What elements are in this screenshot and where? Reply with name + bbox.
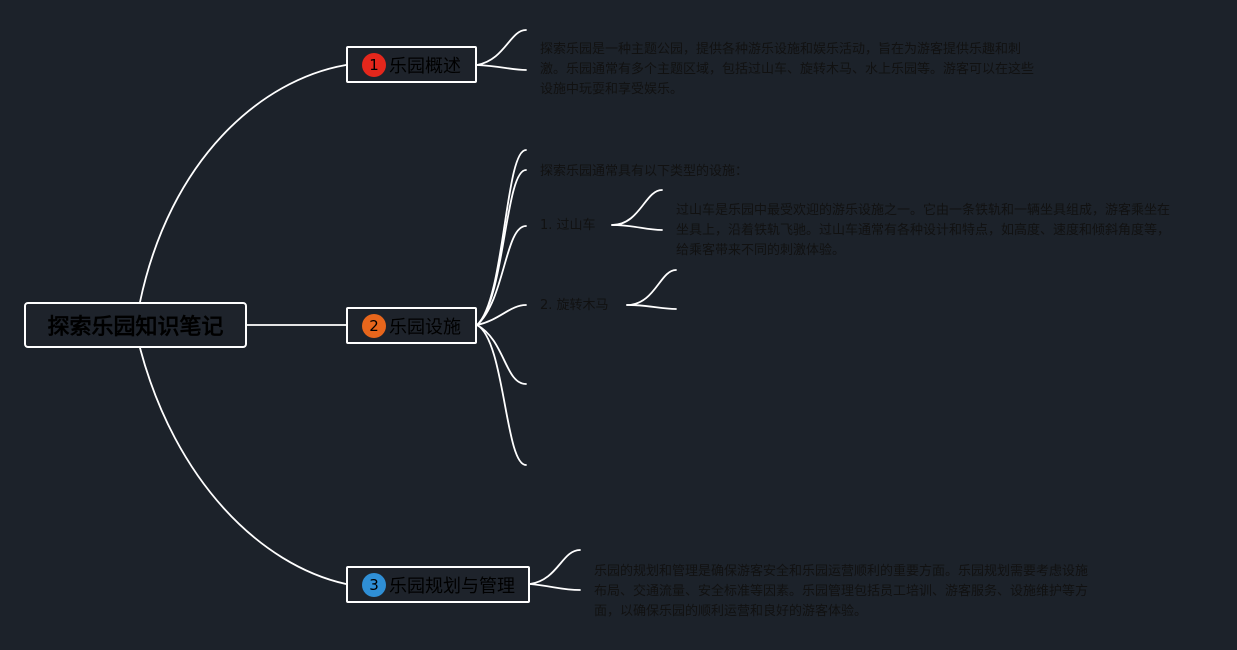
topic-number-badge: 3 [362,572,386,597]
topic-2-branch-e [476,324,527,385]
topic-2-branch-c [476,225,527,326]
item-1-bracket-top [611,189,663,226]
topic-label: 乐园设施 [389,316,461,338]
topic-park-overview[interactable]: 1 乐园概述 [346,46,477,83]
facility-item-carousel[interactable]: 2. 旋转木马 [540,298,609,313]
topic-planning-management[interactable]: 3 乐园规划与管理 [346,566,530,603]
topic-1-bracket-top [476,29,527,66]
root-to-topic-3-line [139,347,347,585]
topic-label: 乐园规划与管理 [389,575,515,597]
facilities-intro: 探索乐园通常具有以下类型的设施： [540,164,749,179]
topic-1-bracket-bottom [476,64,527,71]
topic-2-branch-b [476,169,527,326]
topic-number-badge: 1 [362,52,386,77]
overview-description: 探索乐园是一种主题公园，提供各种游乐设施和娱乐活动，旨在为游客提供乐趣和刺激。乐… [540,42,1035,97]
root-topic[interactable]: 探索乐园知识笔记 [24,302,247,348]
item-1-bracket-bottom [611,224,663,231]
topic-2-branch-f [476,324,527,466]
root-title: 探索乐园知识笔记 [47,315,224,340]
item-2-bracket-bottom [626,304,677,310]
item-2-bracket-top [626,269,677,306]
facility-item-roller-coaster[interactable]: 1. 过山车 [540,218,596,233]
roller-coaster-description: 过山车是乐园中最受欢迎的游乐设施之一。它由一条铁轨和一辆坐具组成，游客乘坐在坐具… [676,203,1171,258]
topic-2-branch-d [476,304,527,326]
topic-3-bracket-bottom [529,583,581,591]
topic-number-badge: 2 [362,313,386,338]
topic-3-bracket-top [529,549,581,585]
planning-description: 乐园的规划和管理是确保游客安全和乐园运营顺利的重要方面。乐园规划需要考虑设施布局… [594,564,1089,619]
topic-park-facilities[interactable]: 2 乐园设施 [346,307,477,344]
root-to-topic-1-line [139,64,347,303]
topic-label: 乐园概述 [389,55,461,77]
